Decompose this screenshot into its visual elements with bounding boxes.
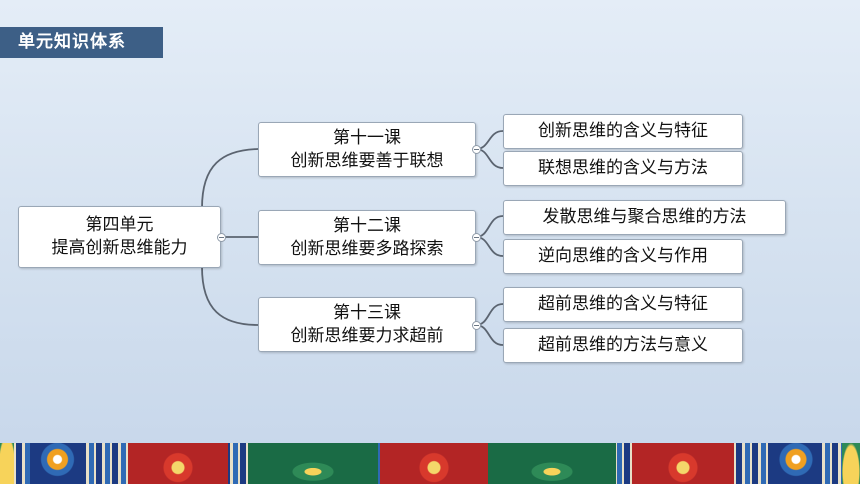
border-panel xyxy=(488,443,616,484)
topic-node[interactable]: 超前思维的方法与意义 xyxy=(503,328,743,363)
lesson-12-collapse-icon[interactable] xyxy=(472,233,481,242)
connector-root-lesson-1 xyxy=(201,148,259,209)
lesson-node-11[interactable]: 第十一课 创新思维要善于联想 xyxy=(258,122,476,177)
root-collapse-icon[interactable] xyxy=(217,233,226,242)
topic-node[interactable]: 创新思维的含义与特征 xyxy=(503,114,743,149)
border-panel xyxy=(632,443,734,484)
root-subtitle: 提高创新思维能力 xyxy=(51,238,188,258)
lesson-node-12[interactable]: 第十二课 创新思维要多路探索 xyxy=(258,210,476,265)
lesson-11-collapse-icon[interactable] xyxy=(472,145,481,154)
lesson-title: 创新思维要多路探索 xyxy=(290,238,444,259)
lesson-13-collapse-icon[interactable] xyxy=(472,321,481,330)
topic-node[interactable]: 发散思维与聚合思维的方法 xyxy=(503,200,786,235)
topic-node[interactable]: 联想思维的含义与方法 xyxy=(503,151,743,186)
lesson-number: 第十一课 xyxy=(333,127,401,148)
border-panel xyxy=(842,443,860,484)
topic-node[interactable]: 逆向思维的含义与作用 xyxy=(503,239,743,274)
border-panel xyxy=(128,443,228,484)
root-title: 第四单元 xyxy=(85,215,154,235)
border-panel xyxy=(248,443,378,484)
topic-node[interactable]: 超前思维的含义与特征 xyxy=(503,287,743,322)
connector-root-lesson-3 xyxy=(201,266,259,326)
section-title: 单元知识体系 xyxy=(0,27,163,58)
lesson-node-13[interactable]: 第十三课 创新思维要力求超前 xyxy=(258,297,476,352)
lesson-title: 创新思维要善于联想 xyxy=(290,150,444,171)
border-panel xyxy=(770,443,822,484)
lesson-number: 第十三课 xyxy=(333,302,401,323)
border-panel xyxy=(30,443,85,484)
ornamental-border-icon xyxy=(0,443,860,484)
border-panel xyxy=(0,443,14,484)
lesson-title: 创新思维要力求超前 xyxy=(290,325,444,346)
border-panel xyxy=(380,443,488,484)
lesson-number: 第十二课 xyxy=(333,215,401,236)
root-node[interactable]: 第四单元 提高创新思维能力 xyxy=(18,206,221,268)
